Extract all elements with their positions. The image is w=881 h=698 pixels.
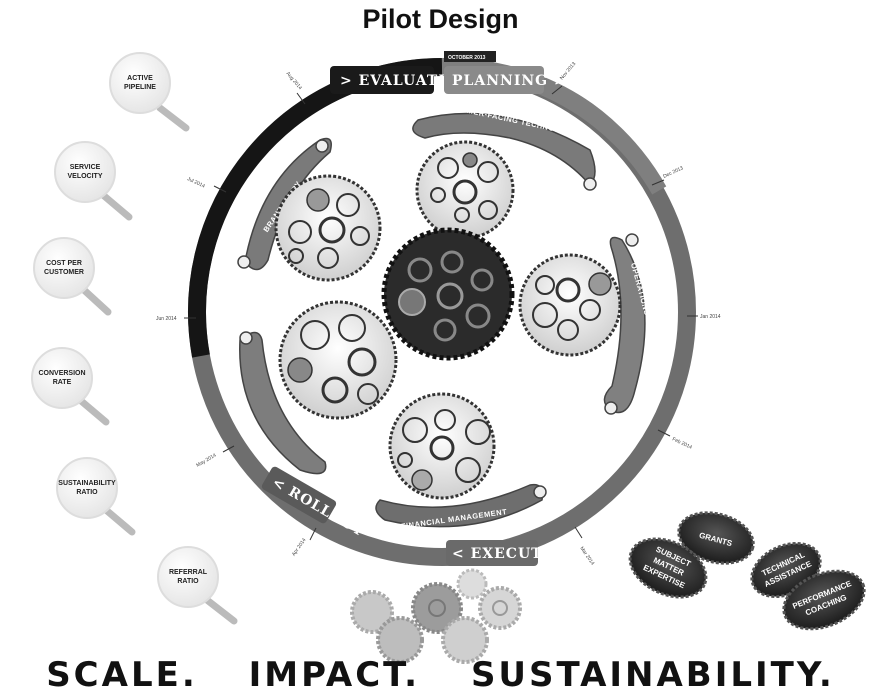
metric-label-line2: PIPELINE <box>124 84 156 91</box>
metric-active-pipeline: ACTIVE PIPELINE <box>109 52 190 132</box>
footer-word-scale: SCALE. <box>46 655 198 695</box>
phase-evaluation: > EVALUATION <box>330 66 473 94</box>
gear-cluster-service-expansion <box>278 300 398 420</box>
metric-label-line1: COST PER <box>46 260 82 267</box>
tick-label: Jan 2014 <box>700 314 721 320</box>
phase-planning-label: PLANNING > <box>452 73 567 89</box>
gear-cluster-operations <box>518 253 622 357</box>
tick-label: May 2014 <box>195 452 217 468</box>
tick-label: Jun 2014 <box>156 316 177 322</box>
metric-label-line1: ACTIVE <box>127 75 153 82</box>
footer-word-sustainability: SUSTAINABILITY. <box>470 655 835 695</box>
metric-sustainability-ratio: SUSTAINABILITY RATIO <box>56 457 136 536</box>
resource-grants: GRANTS <box>677 511 755 565</box>
bottom-gears <box>350 568 522 664</box>
gear-cluster-financial <box>388 392 496 500</box>
resource-performance-coaching: PERFORMANCE COACHING <box>782 569 866 631</box>
tick-label: Mar 2014 <box>578 546 595 567</box>
metric-label-line2: RATIO <box>177 578 199 585</box>
metric-label-line2: RATE <box>53 379 72 386</box>
resource-subject-matter-expertise: SUBJECT MATTER EXPERTISE <box>628 537 708 599</box>
tick-label: Dec 2013 <box>662 165 684 180</box>
phase-start-tag: OCTOBER 2013 <box>444 51 496 62</box>
footer-tagline: SCALE. IMPACT. SUSTAINABILITY. <box>0 655 881 695</box>
metric-label-line1: REFERRAL <box>169 569 208 576</box>
metric-referral-ratio: REFERRAL RATIO <box>157 546 238 625</box>
phase-execution-label: < EXECUTION <box>452 546 577 562</box>
metric-label-line1: SUSTAINABILITY <box>58 480 116 487</box>
tick-label: Feb 2014 <box>671 436 693 450</box>
tick-label: Nov 2013 <box>559 61 577 81</box>
phase-execution: < EXECUTION <box>446 540 577 566</box>
metric-label-line2: VELOCITY <box>67 173 102 180</box>
gear-cluster-central <box>381 227 515 361</box>
start-tag-label: OCTOBER 2013 <box>448 55 486 61</box>
page-title: Pilot Design <box>362 4 519 34</box>
gear-cluster-brand-story <box>274 174 382 282</box>
metric-label-line1: CONVERSION <box>38 370 85 377</box>
tick-label: Jul 2014 <box>186 176 206 190</box>
tick-label: Apr 2014 <box>291 537 308 557</box>
metric-service-velocity: SERVICE VELOCITY <box>54 141 133 221</box>
tick-label: Aug 2014 <box>285 71 303 91</box>
metric-label-line1: SERVICE <box>70 164 101 171</box>
gear-cluster-customer-facing <box>415 140 515 240</box>
phase-planning: PLANNING > <box>444 66 567 94</box>
metric-label-line2: RATIO <box>76 489 98 496</box>
metric-conversion-rate: CONVERSION RATE <box>31 347 110 426</box>
metric-cost-per-customer: COST PER CUSTOMER <box>33 237 112 316</box>
phase-evaluation-label: > EVALUATION <box>340 73 473 89</box>
metric-label-line2: CUSTOMER <box>44 269 84 276</box>
footer-word-impact: IMPACT. <box>248 655 421 695</box>
